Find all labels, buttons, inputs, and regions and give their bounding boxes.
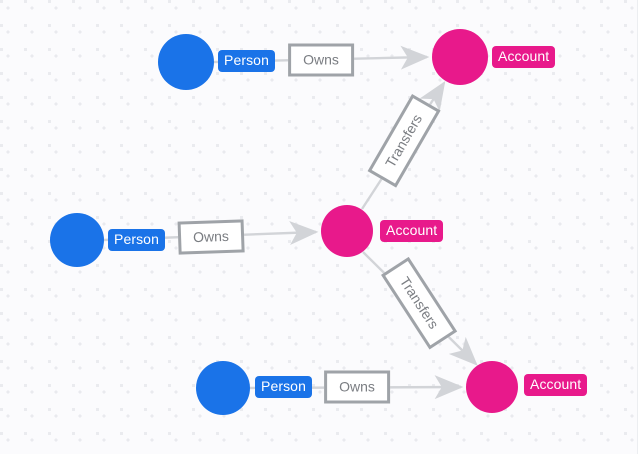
node-person-2[interactable] <box>50 213 104 267</box>
edge-label-owns-2[interactable]: Owns <box>177 219 245 255</box>
node-account-1[interactable] <box>432 29 488 85</box>
node-label-account-1[interactable]: Account <box>492 46 556 68</box>
node-account-3[interactable] <box>466 361 518 413</box>
node-label-account-2[interactable]: Account <box>380 220 444 242</box>
node-label-person-1[interactable]: Person <box>218 50 275 72</box>
node-account-2[interactable] <box>321 205 373 257</box>
node-label-account-3[interactable]: Account <box>524 374 588 396</box>
edge-label-owns-3[interactable]: Owns <box>324 370 390 404</box>
edge-label-owns-1[interactable]: Owns <box>288 43 354 77</box>
node-person-3[interactable] <box>196 361 250 415</box>
node-label-person-3[interactable]: Person <box>255 376 312 398</box>
node-label-person-2[interactable]: Person <box>108 229 165 251</box>
node-person-1[interactable] <box>158 34 214 90</box>
